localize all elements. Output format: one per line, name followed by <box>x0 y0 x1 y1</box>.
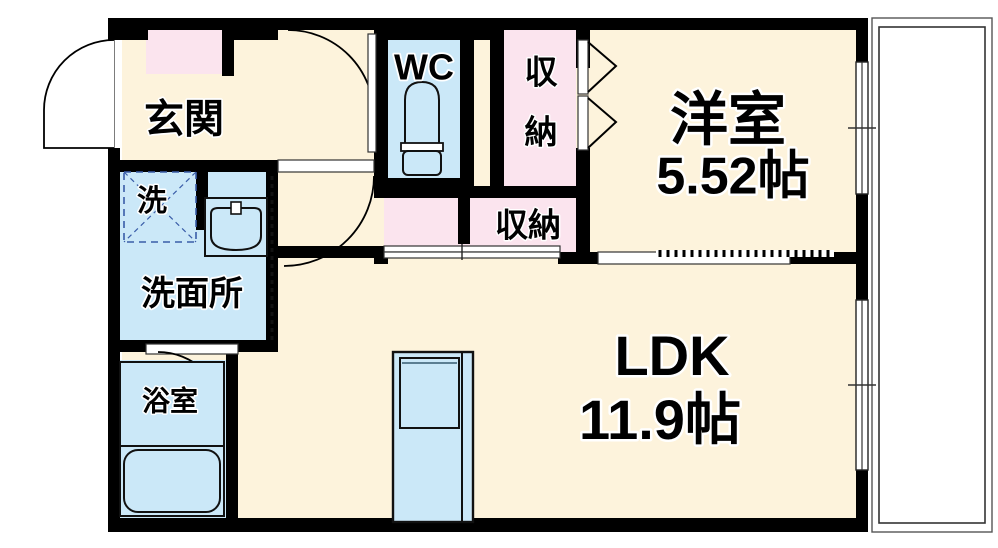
kitchen-unit <box>391 350 475 524</box>
wc-door[interactable] <box>277 159 375 267</box>
wall-closet-lower-top <box>374 186 590 198</box>
closet-slide-leaf-front[interactable] <box>383 245 561 253</box>
closet-bifold-2-symbol <box>587 97 618 149</box>
bathtub-group <box>119 361 225 517</box>
hall-door-leaf <box>367 33 377 153</box>
toilet-bowl <box>404 80 440 147</box>
wall-hall-lower <box>266 246 388 258</box>
label-ldk-area: 11.9帖 <box>579 388 741 451</box>
entrance-door[interactable] <box>43 39 120 149</box>
wall-bottom <box>108 518 868 532</box>
ldk-partition[interactable] <box>597 250 834 265</box>
label-senmen: 洗面所 <box>141 275 243 313</box>
washer-space <box>123 171 197 243</box>
washer-space-diagonal-1 <box>123 171 197 243</box>
wc-door-threshold <box>277 159 375 173</box>
wall-top <box>108 18 868 30</box>
balcony-inner-rail <box>878 26 986 524</box>
wc-door-swing-arc <box>283 175 375 267</box>
vanity-sink <box>204 197 268 257</box>
label-washer: 洗 <box>137 185 167 218</box>
closet-bifold-1-leaf[interactable] <box>577 39 589 95</box>
label-genkan: 玄関 <box>144 98 224 142</box>
wall-closet-lower-divider <box>458 198 470 244</box>
wall-genkan-top-stub <box>118 28 148 40</box>
wall-closet-upper-right-bot <box>576 148 590 192</box>
closet-lower-fill <box>384 198 576 254</box>
label-youshitsu-name: 洋室 <box>670 87 786 152</box>
washer-space-diagonal-2 <box>123 171 197 243</box>
wall-washroom-top <box>108 160 278 172</box>
label-closet-upper-2: 納 <box>525 114 558 151</box>
wall-genkan-topright <box>222 28 278 40</box>
closet-slide-leaf-back[interactable] <box>383 251 561 259</box>
wall-hall-right-upper <box>374 28 388 188</box>
closet-bifold-2-leaf[interactable] <box>577 95 589 151</box>
wall-closet-upper-left <box>490 28 504 190</box>
toilet-tank <box>402 150 442 176</box>
kitchen-sink-basin <box>399 357 460 429</box>
partition-hatch-bg <box>656 250 834 257</box>
label-ldk-name: LDK <box>614 324 729 387</box>
genkan-step-fill <box>146 30 224 74</box>
wall-wc-right <box>460 28 474 190</box>
vanity-faucet <box>230 201 242 215</box>
room-labels: 玄関 WC 洗 洗面所 浴室 収 納 収納 洋室 5.52帖 LDK 11.9帖 <box>136 45 813 454</box>
hall-door[interactable] <box>287 29 377 153</box>
vanity-basin <box>210 207 262 252</box>
label-closet-lower: 収納 <box>495 207 561 244</box>
wall-closet-lower-bottom-right <box>558 252 590 264</box>
bath-door-threshold <box>145 343 239 355</box>
bathtub <box>123 449 221 513</box>
washer-space-outline <box>123 171 197 243</box>
wall-wc-top <box>374 28 474 40</box>
balcony-windows[interactable] <box>848 61 876 471</box>
balcony-area <box>871 17 993 533</box>
label-closet-upper-1: 収 <box>525 54 559 91</box>
partition-hatch <box>658 250 830 257</box>
toilet-fixture <box>400 80 444 176</box>
wall-bath-right <box>226 340 238 520</box>
closet-bifold-1-symbol <box>587 41 618 93</box>
toilet-seat-lid <box>400 142 444 152</box>
wall-closet-lower-right <box>576 186 590 264</box>
entrance-door-swing-arc <box>43 39 115 149</box>
label-youshitsu-area: 5.52帖 <box>656 148 809 206</box>
wall-entrance-jamb-top <box>108 18 120 40</box>
wall-bedroom-left-top <box>576 28 590 42</box>
closet-upper-fill <box>504 30 576 188</box>
closet-sliding-door[interactable] <box>383 244 561 260</box>
label-wc: WC <box>394 47 454 88</box>
closet-bifold-doors[interactable] <box>577 39 618 151</box>
label-yokushitsu: 浴室 <box>142 384 198 416</box>
wall-closet-upper-top <box>474 28 504 40</box>
